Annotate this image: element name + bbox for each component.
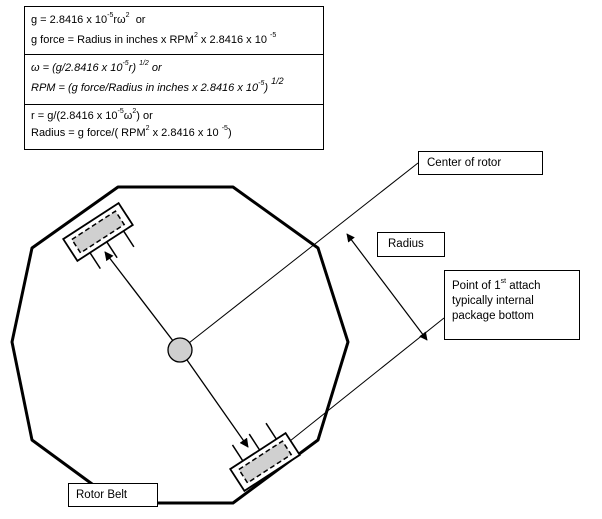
bottom-package (228, 422, 302, 493)
top-package (61, 201, 135, 270)
formula-table: g = 2.8416 x 10-5rω2 or g force = Radius… (24, 6, 324, 150)
radius-arrow (346, 233, 428, 341)
rotor-outline (10, 185, 350, 505)
rpm-formula: ω = (g/2.8416 x 10-5r) 1/2 or RPM = (g f… (25, 55, 323, 105)
attach-leader-line (284, 317, 445, 446)
center-of-rotor-label: Center of rotor (418, 151, 543, 175)
rotor-belt-label: Rotor Belt (68, 483, 158, 507)
attach-point-label: Point of 1st attach typically internal p… (444, 270, 580, 340)
rotor-center (167, 337, 193, 363)
center-to-top-package-arrow (104, 251, 181, 351)
center-leader-line (179, 162, 419, 351)
radius-formula: r = g/(2.8416 x 10-5ω2) or Radius = g fo… (31, 108, 232, 139)
g-force-formula: g = 2.8416 x 10-5rω2 or g force = Radius… (25, 7, 323, 55)
center-to-bottom-package-arrow (179, 349, 249, 448)
radius-label: Radius (377, 232, 445, 257)
